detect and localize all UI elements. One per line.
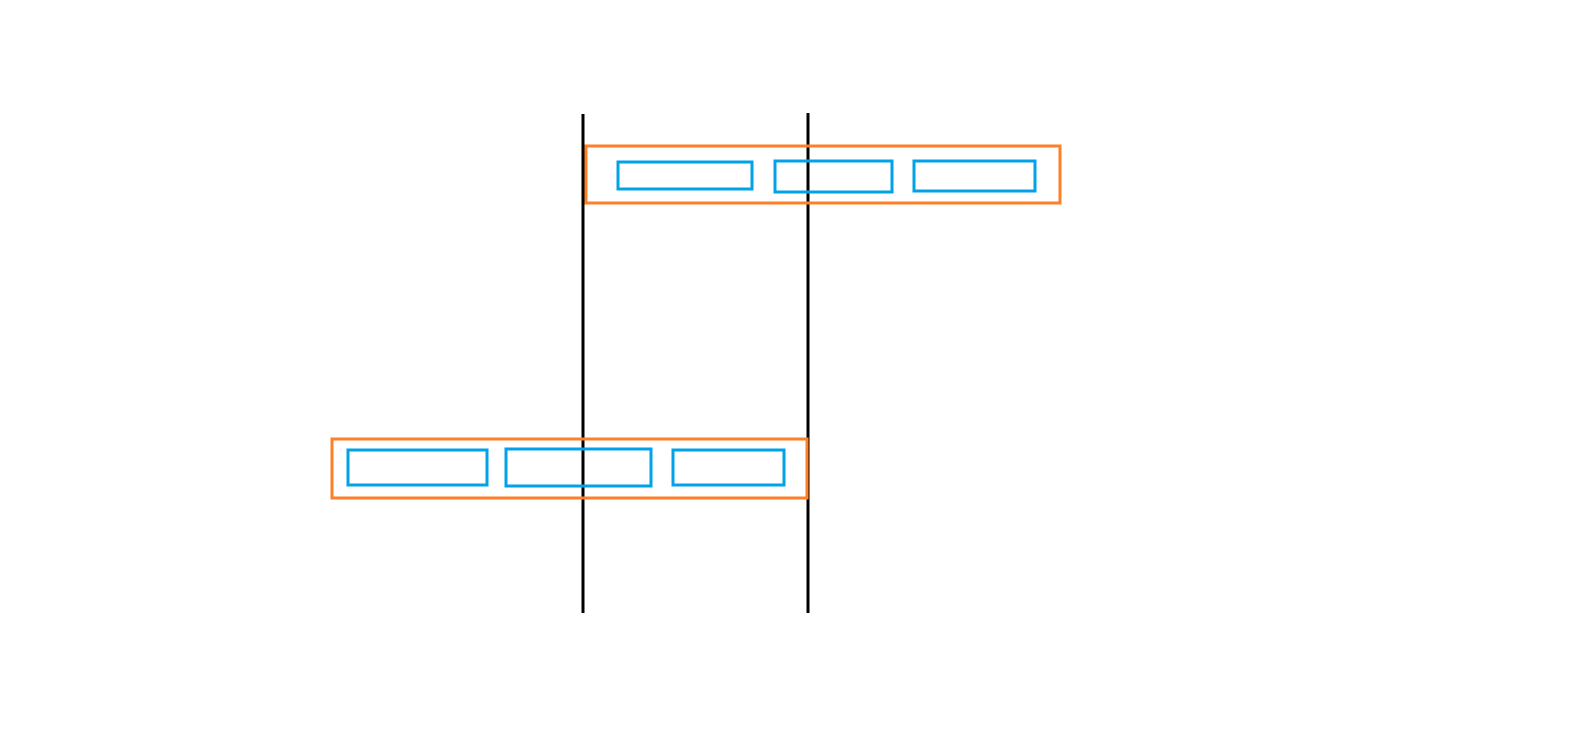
item-box-top-1 (616, 160, 754, 191)
item-box-top-3 (912, 159, 1037, 193)
group-box-top (584, 144, 1062, 205)
group-bottom (330, 437, 809, 500)
group-box-bottom (330, 437, 809, 500)
item-box-top-2 (773, 159, 894, 194)
item-box-bottom-3 (671, 448, 786, 487)
group-top (584, 144, 1062, 205)
item-box-bottom-2 (504, 447, 653, 488)
item-box-bottom-1 (346, 448, 489, 487)
